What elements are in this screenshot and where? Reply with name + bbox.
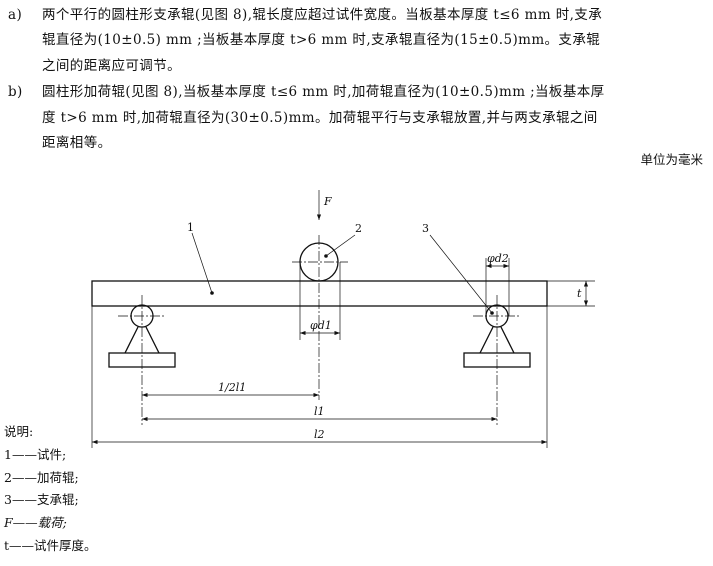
unit-note: 单位为毫米 — [640, 152, 703, 167]
dim-t-label: t — [577, 287, 582, 300]
item-a-line-2: 辊直径为(10±0.5) mm ;当板基本厚度 t>6 mm 时,支承辊直径为(… — [42, 32, 601, 48]
force-label: F — [323, 195, 332, 208]
dim-d1-label: φd1 — [310, 319, 332, 332]
specimen-beam — [91, 280, 548, 307]
callout-1: 1 — [187, 221, 194, 234]
dim-l2-label: l2 — [314, 428, 325, 441]
legend-entry: 2——加荷辊; — [4, 470, 79, 485]
legend-entry: 1——试件; — [4, 447, 67, 462]
legend-entry: F——载荷; — [4, 515, 67, 530]
item-b-line-1: 圆柱形加荷辊(见图 8),当板基本厚度 t≤6 mm 时,加荷辊直径为(10±0… — [42, 84, 605, 100]
legend-entry: 3——支承辊; — [4, 492, 79, 507]
item-b-line-2: 度 t>6 mm 时,加荷辊直径为(30±0.5)mm。加荷辊平行与支承辊放置,… — [42, 110, 598, 126]
item-a-label: a) — [8, 7, 23, 23]
legend-title: 说明: — [4, 424, 34, 439]
item-b-line-3: 距离相等。 — [42, 135, 112, 151]
dim-d2-label: φd2 — [487, 252, 509, 265]
legend-entry: t——试件厚度。 — [4, 538, 97, 553]
callout-3: 3 — [422, 222, 429, 235]
dim-half-l1-label: 1/2l1 — [218, 381, 246, 394]
callout-2: 2 — [355, 222, 362, 235]
dim-l1-label: l1 — [314, 405, 325, 418]
item-a-line-1: 两个平行的圆柱形支承辊(见图 8),辊长度应超过试件宽度。当板基本厚度 t≤6 … — [42, 7, 603, 23]
item-a-line-3: 之间的距离应可调节。 — [42, 58, 181, 74]
item-b-label: b) — [8, 84, 23, 100]
